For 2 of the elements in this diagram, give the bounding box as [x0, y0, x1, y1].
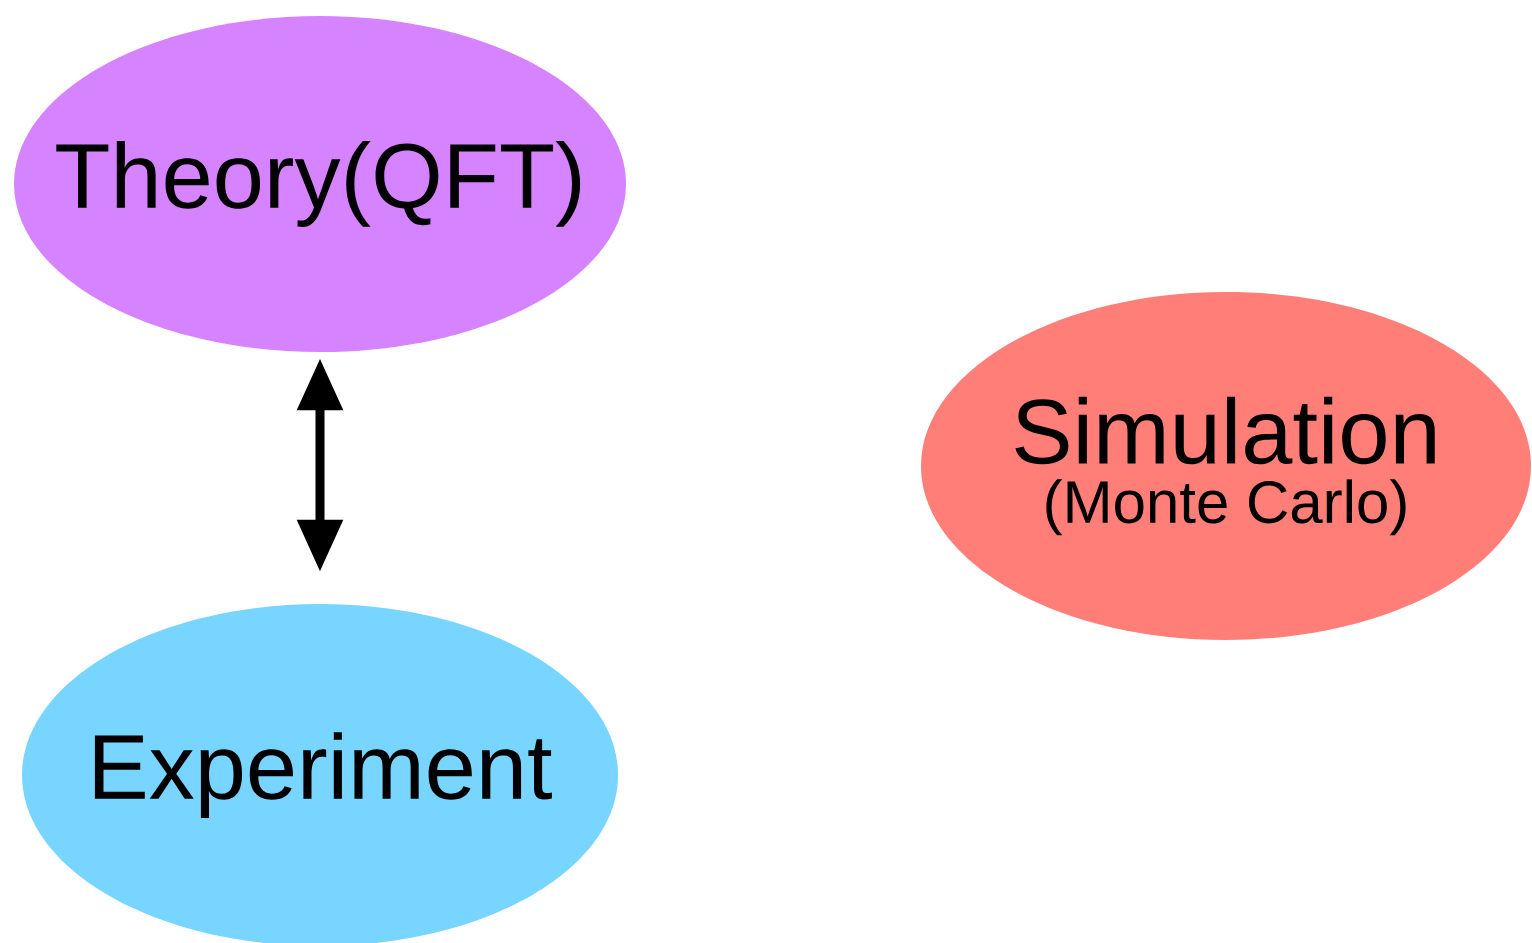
ellipse-node: Theory(QFT) — [14, 16, 626, 352]
ellipse-node: Simulation (Monte Carlo) — [921, 292, 1531, 640]
